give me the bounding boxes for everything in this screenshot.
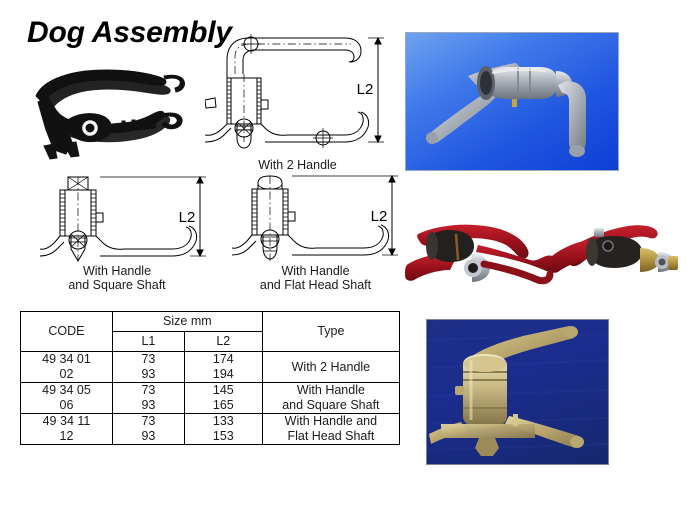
header-l1: L1 (111, 331, 185, 352)
cell-l1: 73 93 (111, 413, 185, 445)
cell-code: 49 34 05 06 (20, 382, 113, 414)
photo-red-pair-svg (405, 224, 678, 285)
dimension-label-l2: L2 (371, 208, 388, 225)
sketch-illustration (24, 58, 199, 163)
photo-red-handle-dog-assemblies (400, 212, 688, 302)
page-title: Dog Assembly (27, 16, 232, 49)
header-l2: L2 (183, 331, 263, 352)
dimension-label-l2: L2 (179, 209, 196, 226)
caption-with-handle-and-flat-head-shaft: With Handle and Flat Head Shaft (259, 264, 372, 292)
photo-gold-svg (427, 326, 608, 456)
cell-l2: 133 153 (183, 413, 263, 445)
header-type: Type (261, 311, 401, 352)
sketch-svg (35, 69, 185, 160)
table-row: 49 34 05 06 73 93 145 165 With Handle an… (20, 382, 401, 414)
cell-type: With Handle and Square Shaft (261, 382, 401, 414)
header-size-mm: Size mm (111, 311, 263, 332)
cell-l2: 145 165 (183, 382, 263, 414)
diagram-flat-head-shaft-svg: L2 (232, 175, 398, 261)
cell-code: 49 34 11 12 (20, 413, 113, 445)
photo-metallic-svg (426, 63, 586, 157)
photo-gold-dog-assembly (427, 320, 608, 464)
diagram-with-handle-and-flat-head-shaft: L2 (232, 175, 410, 270)
cell-code: 49 34 01 02 (20, 351, 113, 383)
cell-l2: 174 194 (183, 351, 263, 383)
cell-l1: 73 93 (111, 351, 185, 383)
caption-with-handle-and-square-shaft: With Handle and Square Shaft (68, 264, 166, 292)
diagram-with-handle-and-square-shaft: L2 (40, 175, 218, 270)
table-header-row-2: L1 L2 (21, 331, 400, 352)
cell-type: With Handle and Flat Head Shaft (261, 413, 401, 445)
specification-table: CODE Size mm Type L1 L2 49 34 01 02 73 9… (20, 311, 401, 445)
table-header-row-1: CODE Size mm Type (20, 311, 401, 352)
dimension-label-l2: L2 (357, 81, 374, 98)
cell-l1: 73 93 (111, 382, 185, 414)
caption-with-2-handle: With 2 Handle (258, 158, 337, 172)
diagram-with-2-handle-svg: L2 (205, 34, 384, 149)
table-row: 49 34 01 02 73 93 174 194 With 2 Handle (20, 351, 401, 383)
cell-type: With 2 Handle (261, 351, 401, 383)
header-code: CODE (20, 311, 113, 352)
diagram-with-2-handle: L2 (205, 30, 390, 158)
table-row: 49 34 11 12 73 93 133 153 With Handle an… (20, 413, 401, 445)
photo-metallic-dog-assembly (406, 33, 618, 170)
diagram-square-shaft-svg: L2 (40, 175, 206, 262)
